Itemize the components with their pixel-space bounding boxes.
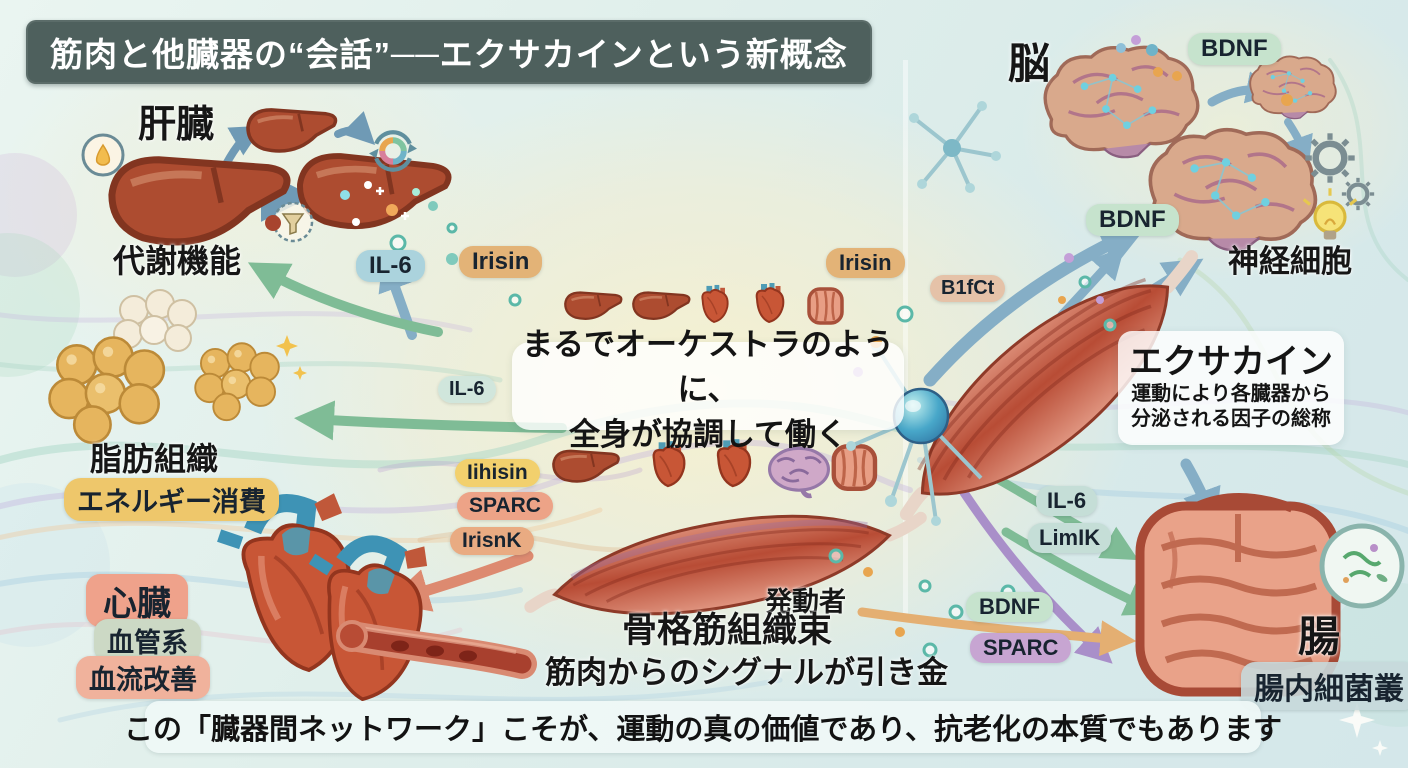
brain-label: 脳 — [1008, 40, 1051, 87]
neuron-label: 神経細胞 — [1228, 244, 1352, 279]
il6-badge-gut: IL-6 — [1036, 486, 1098, 516]
gut-label: 腸 — [1298, 613, 1341, 660]
muscle-caption: 筋肉からのシグナルが引き金 — [545, 655, 948, 690]
neuron-icon — [909, 101, 1001, 193]
flow-arrows — [218, 71, 1313, 664]
metabolite-dot — [265, 215, 281, 231]
muscle-illustration-bottom — [524, 511, 927, 616]
sparc-badge-gut: SPARC — [970, 633, 1072, 663]
skeletal-muscle-label: 骨格筋組織束 — [622, 611, 833, 650]
liver-function-label: 代謝機能 — [113, 243, 242, 279]
irisin-badge-liver: Irisin — [459, 246, 543, 278]
bdnf-badge-mid: BDNF — [1086, 204, 1179, 236]
blood-vessel-illustration — [336, 620, 537, 679]
liver-label: 肝臓 — [138, 104, 215, 146]
lightbulb-icon — [1302, 188, 1358, 240]
exerkine-title: エクサカイン — [1129, 343, 1333, 382]
adipose-gold-cluster-left — [48, 336, 166, 445]
brain-illustration-2 — [1249, 55, 1337, 120]
limik-badge: LimIK — [1028, 523, 1112, 553]
bdnf-badge-top: BDNF — [1188, 33, 1281, 65]
adipose-label: 脂肪組織 — [90, 441, 219, 477]
liver-sparkles — [340, 181, 420, 226]
bloodflow-badge: 血流改善 — [76, 656, 210, 699]
vascular-badge: 血管系 — [94, 619, 201, 662]
page-title: 筋肉と他臓器の“会話”──エクサカインという新概念 — [26, 20, 872, 84]
il6-badge-liver: IL-6 — [356, 250, 425, 282]
center-message-line1: まるでオーケストラのように、 — [522, 326, 894, 407]
sparkle-icon-footer — [1339, 702, 1388, 756]
bdnf-badge-gut: BDNF — [966, 592, 1054, 622]
exerkine-desc-line2: 分泌される因子の総称 — [1131, 407, 1331, 430]
footer-message: この「臓器間ネットワーク」こそが、運動の真の価値であり、抗老化の本質でもあります — [124, 701, 1282, 753]
irisin-badge-center: Irisin — [826, 248, 905, 278]
sparc-badge-left: SPARC — [457, 492, 553, 520]
cycle-icon — [369, 130, 417, 172]
center-message-line2: 全身が協調して働く — [568, 416, 848, 452]
sparkle-icon-adipose — [276, 335, 307, 380]
gut-illustration — [1135, 493, 1341, 697]
il6-badge-left: IL-6 — [438, 376, 496, 403]
muscle-illustration-main — [899, 250, 1199, 521]
heart-badge: 心臓 — [86, 574, 188, 627]
b1fct-badge: B1fCt — [930, 275, 1006, 302]
exerkine-desc-line1: 運動により各臓器から — [1131, 382, 1331, 405]
iihisin-badge: Iihisin — [455, 459, 540, 487]
center-message-box: まるでオーケストラのように、 全身が協調して働く — [512, 327, 904, 452]
irisnk-badge: IrisnK — [450, 527, 534, 555]
microbiome-magnifier-icon — [1319, 523, 1405, 609]
microbiome-badge: 腸内細菌叢 — [1241, 662, 1408, 710]
energy-badge: エネルギー消費 — [64, 478, 279, 521]
exerkine-box: エクサカイン 運動により各臓器から 分泌される因子の総称 — [1118, 331, 1344, 445]
droplet-icon — [81, 133, 125, 177]
initiator-label: 発動者 — [765, 587, 846, 617]
